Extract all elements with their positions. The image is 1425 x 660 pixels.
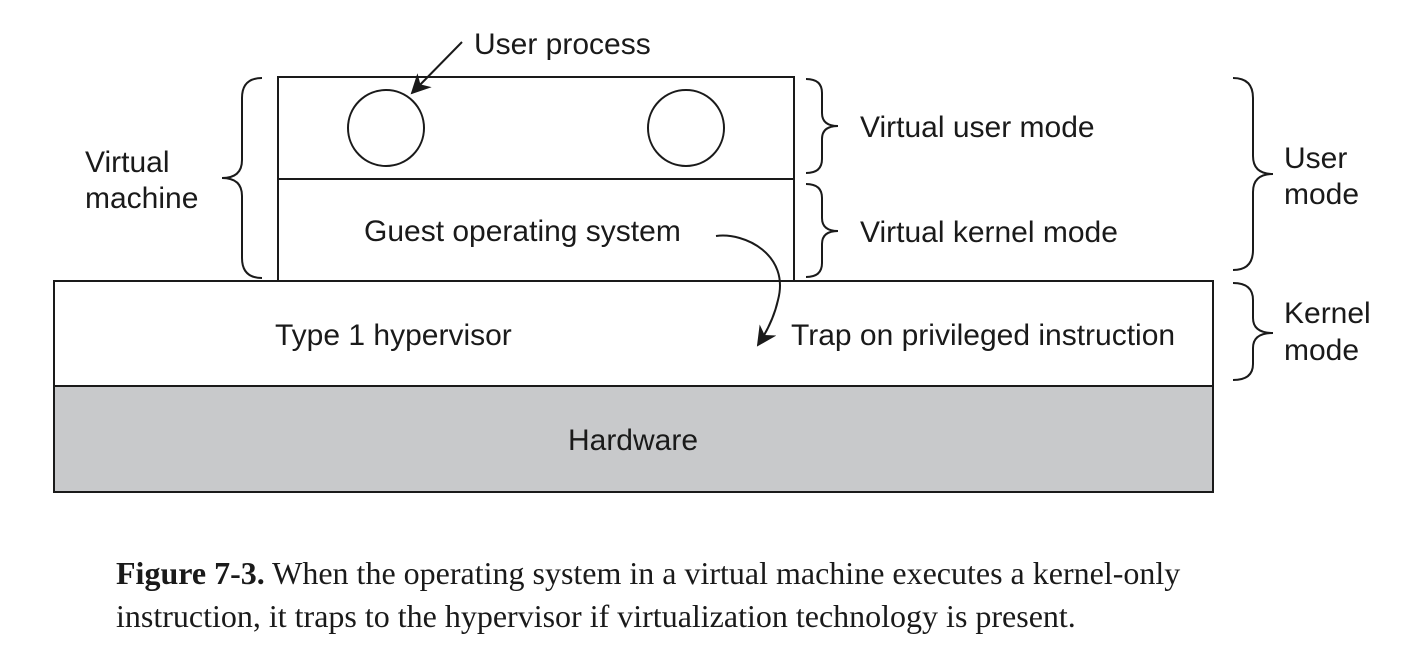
kernel-mode-brace xyxy=(1232,282,1274,381)
trap-arrow xyxy=(715,234,781,347)
hypervisor-label: Type 1 hypervisor xyxy=(275,319,512,352)
virtual-machine-label: Virtual xyxy=(85,146,170,179)
virtual-kernel-mode-label: Virtual kernel mode xyxy=(860,216,1118,249)
virtual-machine-label: machine xyxy=(85,182,198,215)
figure-caption: Figure 7-3. When the operating system in… xyxy=(116,552,1316,638)
caption-text: When the operating system in a virtual m… xyxy=(116,555,1181,634)
figure-number: Figure 7-3. xyxy=(116,555,265,591)
user-process-circle xyxy=(647,89,725,167)
guest-os-label: Guest operating system xyxy=(364,215,681,248)
user-process-label: User process xyxy=(474,28,651,61)
hypervisor-layer xyxy=(53,280,1214,387)
hypervisor-diagram: Hardware Type 1 hypervisor Trap on privi… xyxy=(53,28,1371,493)
virtual-user-mode-brace xyxy=(805,78,839,174)
user-process-circle xyxy=(347,89,425,167)
virtual-machine-brace xyxy=(221,77,263,279)
trap-label: Trap on privileged instruction xyxy=(791,319,1175,352)
hardware-label: Hardware xyxy=(568,424,698,457)
virtual-user-mode-label: Virtual user mode xyxy=(860,111,1095,144)
hardware-layer xyxy=(53,385,1214,493)
user-mode-label: User xyxy=(1284,142,1347,175)
kernel-mode-label: mode xyxy=(1284,334,1359,367)
virtual-kernel-mode-brace xyxy=(805,183,839,278)
user-mode-brace xyxy=(1232,77,1274,271)
user-mode-label: mode xyxy=(1284,178,1359,211)
user-process-arrow xyxy=(410,41,463,95)
kernel-mode-label: Kernel xyxy=(1284,297,1371,330)
